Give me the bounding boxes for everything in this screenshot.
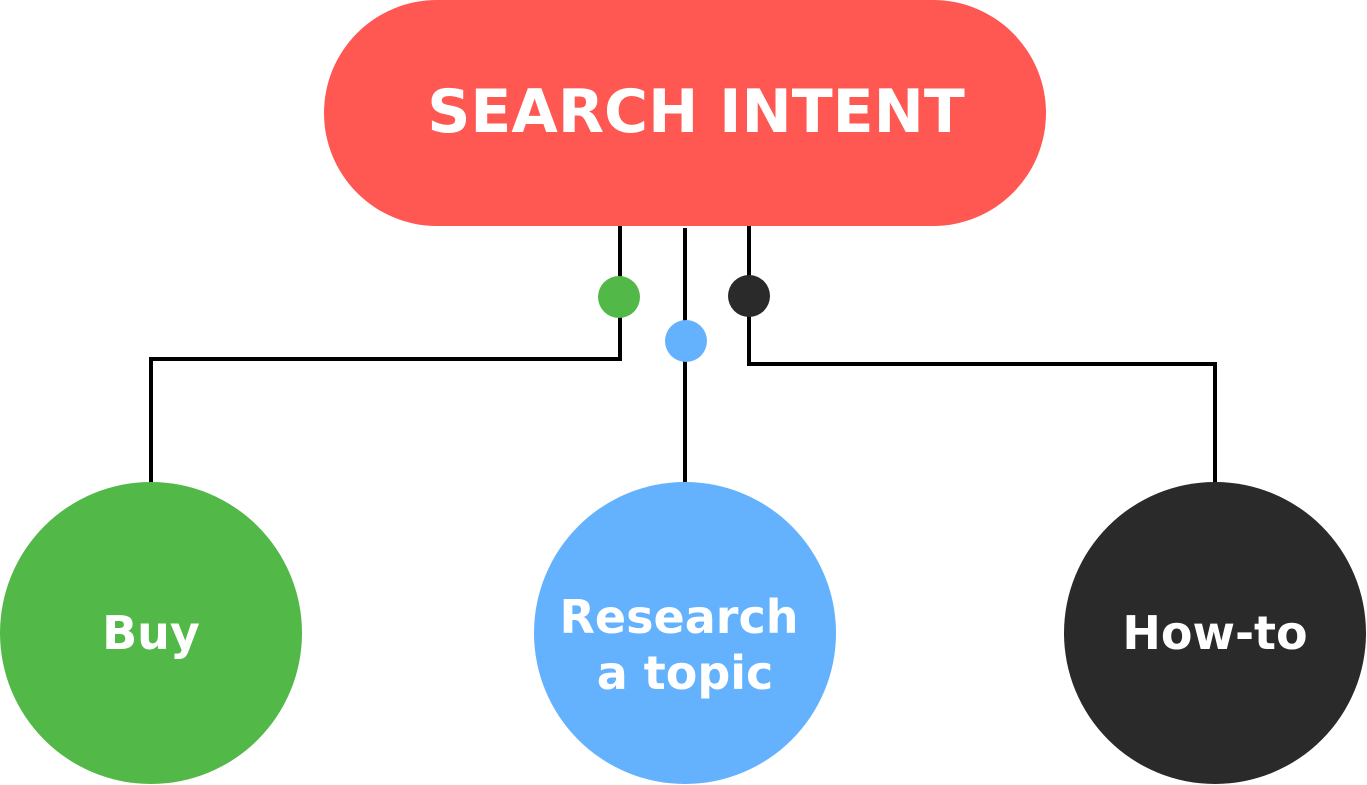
root-node: SEARCH INTENT [324,0,1046,226]
node-research: Research a topic [534,482,836,784]
node-howto-label: How-to [1122,606,1307,660]
junction-dot-research [665,320,707,362]
node-buy-circle [0,482,302,784]
junction-dot-buy [598,276,640,318]
node-howto: How-to [1064,482,1366,784]
node-research-label-line2: a topic [597,646,774,700]
root-pill [324,0,1046,226]
node-buy-label: Buy [102,606,200,660]
node-research-circle [534,482,836,784]
junction-dot-howto [728,275,770,317]
connector-howto [747,226,1217,484]
junction-dots [598,275,770,362]
node-buy: Buy [0,482,302,784]
connector-buy [149,226,622,484]
root-label: SEARCH INTENT [427,77,965,147]
node-research-label-line1: Research [560,590,799,644]
node-howto-circle [1064,482,1366,784]
